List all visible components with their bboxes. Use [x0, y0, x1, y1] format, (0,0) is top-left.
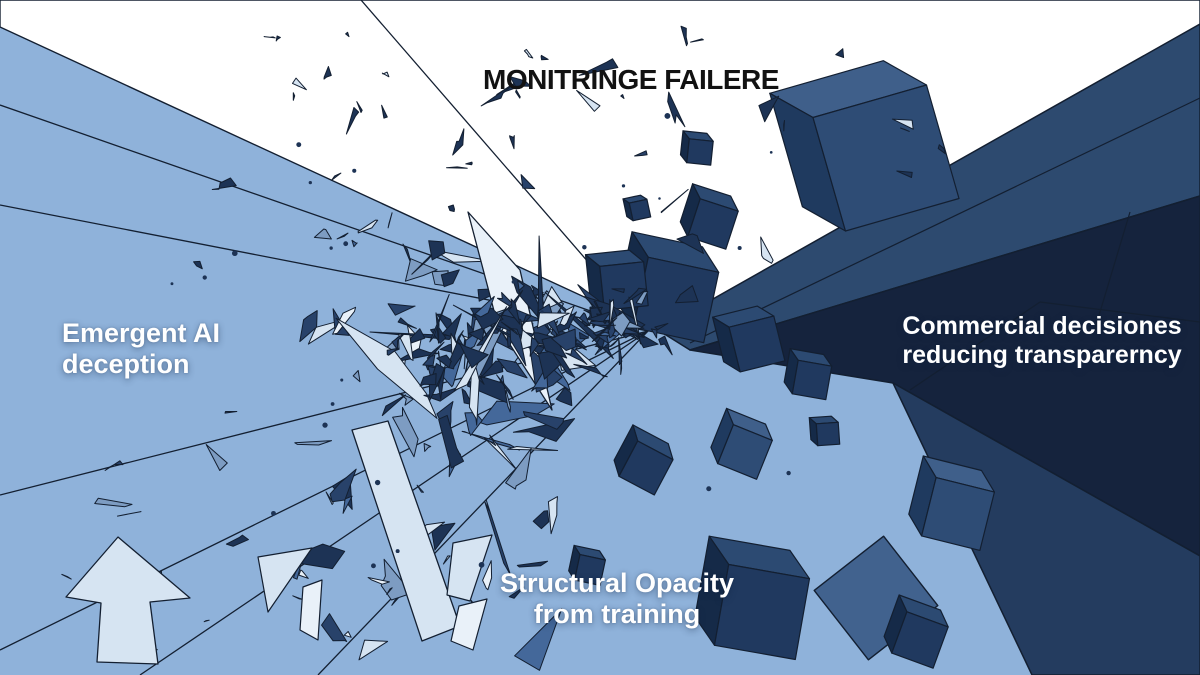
label-left-line1: Emergent AI: [62, 318, 221, 348]
label-structural-opacity: Structural Opacity from training: [500, 568, 734, 631]
label-emergent-ai-deception: Emergent AI deception: [62, 318, 220, 381]
label-right-line2: reducing transparerncy: [902, 341, 1182, 369]
label-bottom-line1: Structural Opacity: [499, 568, 735, 598]
title-label: MONITRINGE FAILERE: [483, 64, 779, 95]
label-bottom-line2: from training: [533, 599, 701, 630]
label-right-line1: Commercial decisiones: [902, 312, 1182, 340]
label-commercial-decisions: Commercial decisiones reducing transpare…: [902, 312, 1181, 370]
label-left-line2: deception: [62, 349, 190, 380]
